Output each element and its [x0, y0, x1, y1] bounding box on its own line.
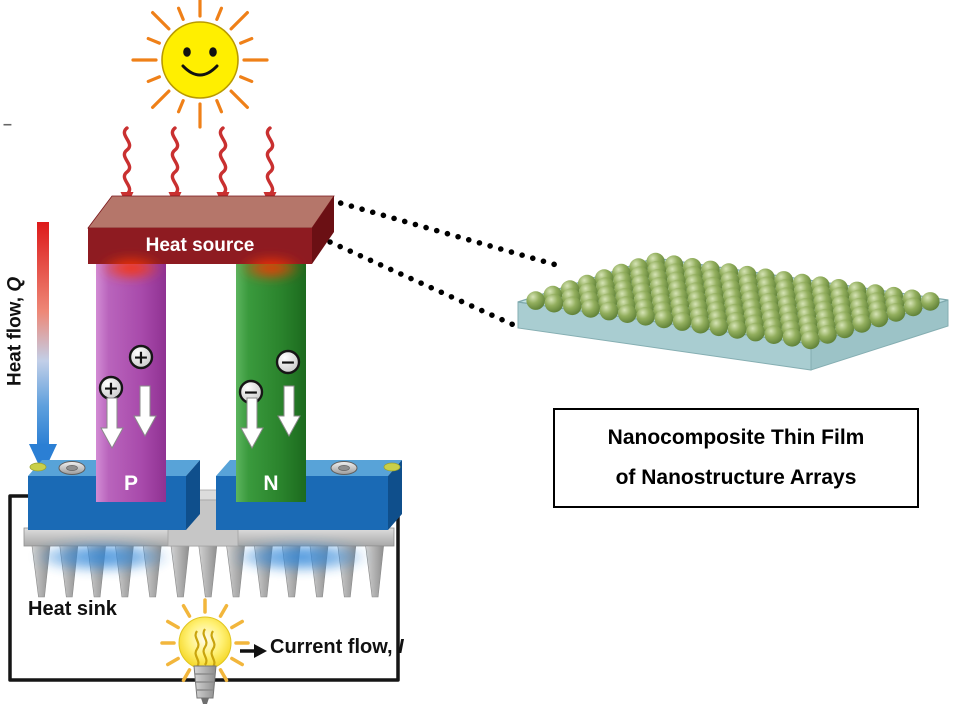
heat-source-side-face [312, 196, 334, 264]
nanosphere-array [526, 252, 940, 350]
bulb-filament [210, 630, 216, 668]
heat-flow-label: Heat flow, Q [4, 211, 27, 451]
caption-line-1: Nanocomposite Thin Film [607, 426, 865, 449]
heat-source-top-face [87, 195, 335, 229]
svg-text:−: − [280, 352, 296, 374]
svg-text:+: + [103, 378, 119, 400]
bulb-filament [202, 628, 208, 666]
electrode-left-side [186, 460, 200, 530]
heat-flow-text: Heat flow, [4, 291, 26, 386]
sun-eye-left [183, 47, 191, 57]
heat-radiation-arrows [118, 126, 279, 208]
screw-icon [330, 461, 358, 475]
p-leg-label: P [123, 472, 138, 495]
cold-glow-left [32, 541, 172, 573]
hot-glow-n [239, 255, 303, 281]
sun-face [161, 21, 239, 99]
bulb-icon [160, 598, 250, 704]
current-flow-label: Current flow, I [270, 636, 404, 658]
sun-eye-right [209, 47, 217, 57]
heat-flow-arrow [29, 222, 57, 474]
sun-smile [181, 64, 219, 77]
heat-sink-label: Heat sink [28, 598, 117, 620]
minus-carrier-icon: − [275, 349, 301, 375]
screw-icon [58, 461, 86, 475]
n-leg-label: N [263, 472, 279, 495]
plus-carrier-icon: + [98, 375, 124, 401]
n-leg: − − [236, 255, 306, 502]
stray-dash-artifact: – [3, 116, 12, 133]
nanofilm-caption-box: Nanocomposite Thin Film of Nanostructure… [553, 408, 919, 508]
heat-flow-variable: Q [4, 276, 26, 292]
contact-pad-right [383, 462, 401, 472]
bulb-tip [201, 698, 209, 704]
contact-pad-left [29, 462, 47, 472]
bulb-filament [194, 630, 200, 668]
circuit-wire [8, 494, 400, 682]
current-flow-variable: I [398, 636, 404, 658]
hot-glow-p [99, 255, 163, 281]
current-flow-arrow [240, 644, 267, 658]
p-leg: + + [96, 255, 166, 502]
cold-glow-right [230, 541, 370, 573]
nanofilm-illustration [517, 252, 949, 371]
electrode-right-side [388, 460, 402, 530]
plus-carrier-icon: + [128, 344, 154, 370]
bulb-glass [178, 616, 232, 670]
sun-rays [131, 0, 269, 129]
sun-icon [131, 0, 269, 129]
svg-text:+: + [133, 347, 149, 369]
heat-source-label: Heat source [145, 235, 255, 256]
current-flow-text: Current flow, [270, 636, 399, 658]
caption-line-2: of Nanostructure Arrays [615, 466, 857, 489]
dotted-callout-lines [327, 197, 563, 329]
